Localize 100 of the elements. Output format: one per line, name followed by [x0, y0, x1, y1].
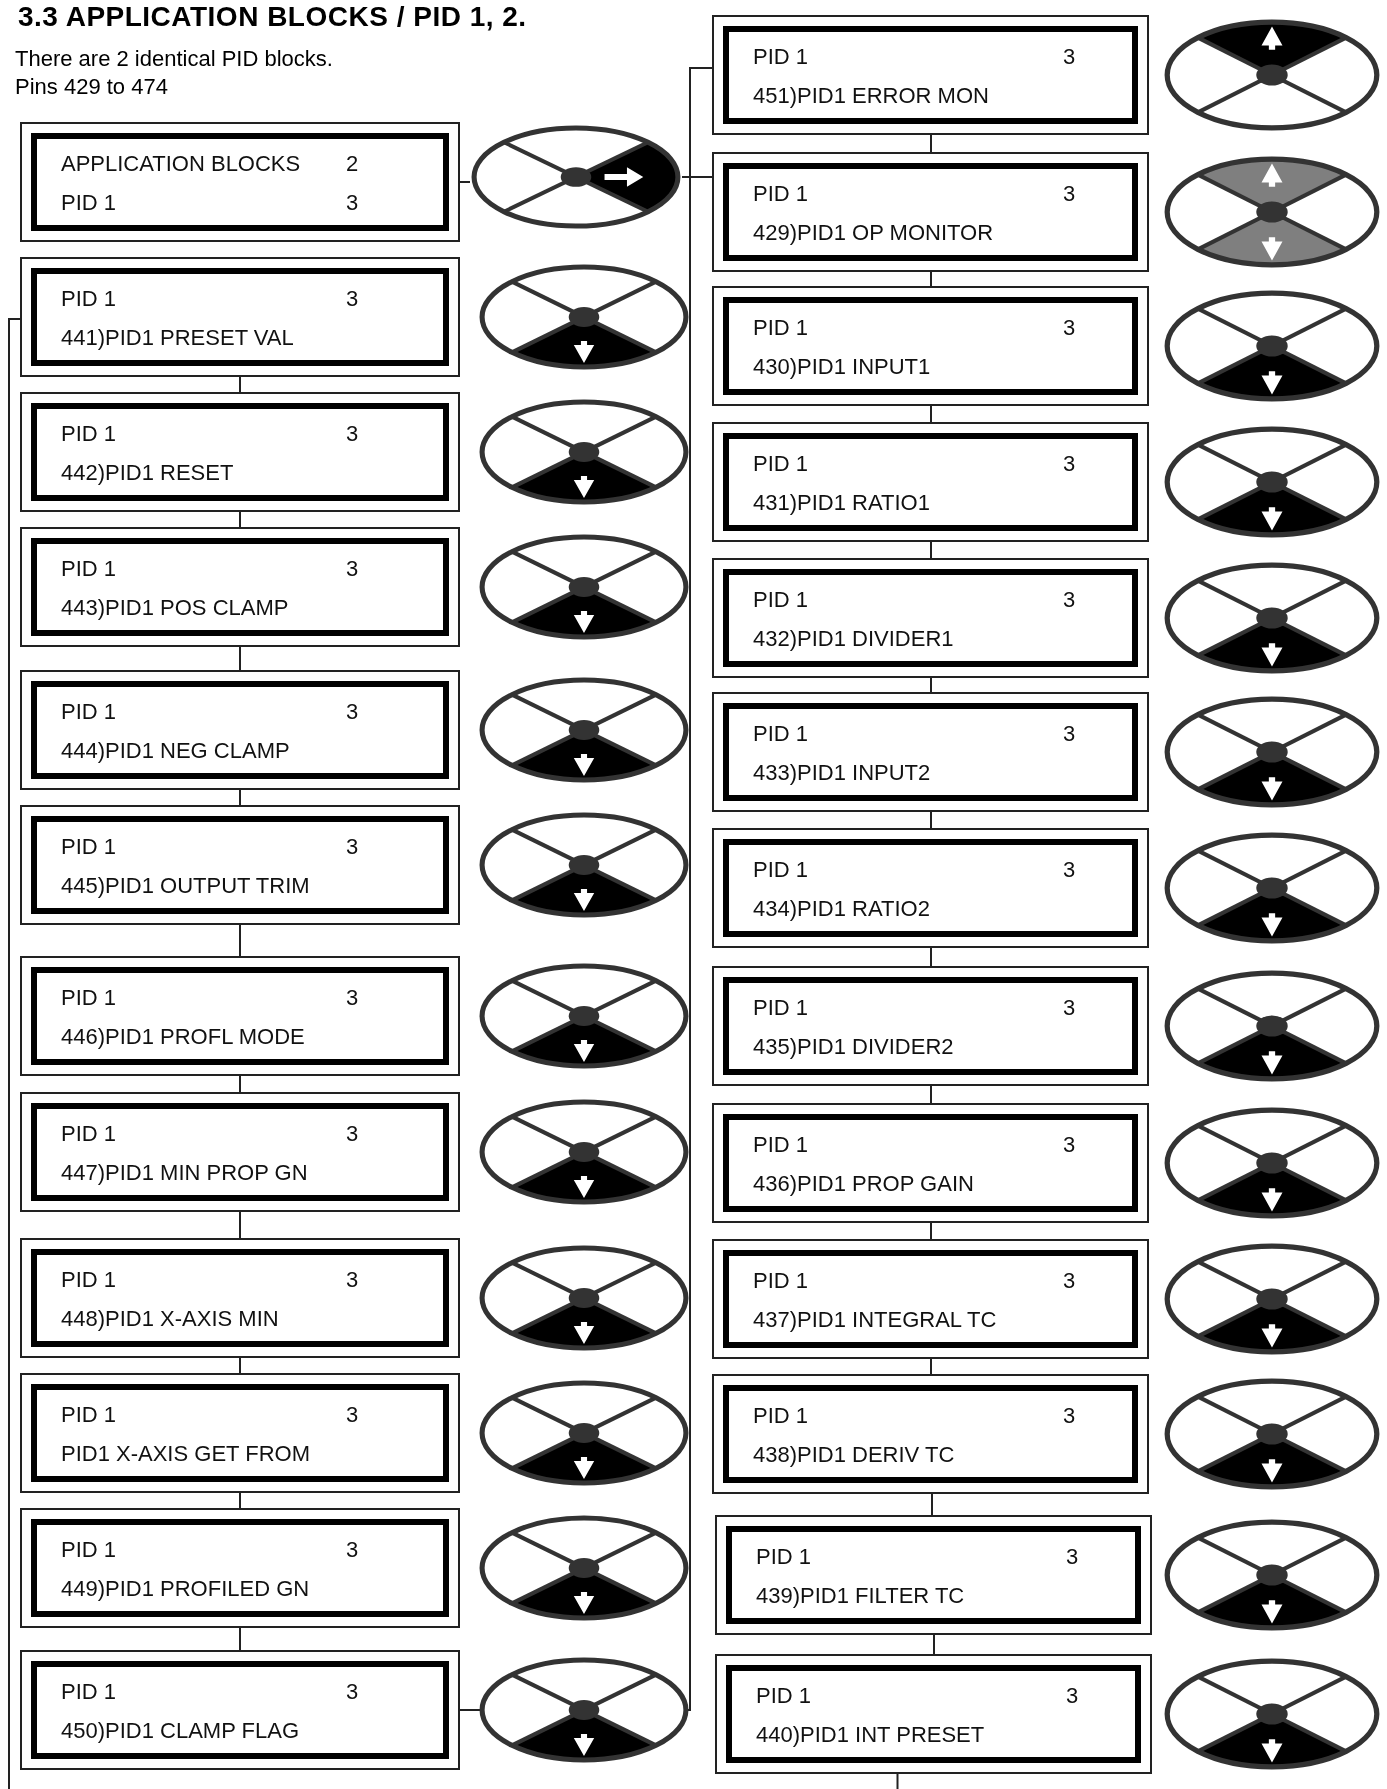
connector-line — [930, 811, 932, 829]
connector-line — [239, 646, 241, 671]
connector-line — [239, 376, 241, 393]
menu-text: PID 1 — [753, 1131, 810, 1159]
menu-text: PID 1 — [61, 698, 118, 726]
menu-value: 3 — [346, 1401, 360, 1429]
menu-box — [20, 805, 460, 925]
menu-text: 451)PID1 ERROR MON — [753, 82, 990, 110]
menu-text: PID 1 — [61, 1536, 118, 1564]
menu-value: 3 — [1063, 1402, 1077, 1430]
connector-line — [239, 924, 241, 957]
connector-line — [239, 1357, 241, 1374]
menu-text: PID 1 — [753, 43, 810, 71]
menu-text: APPLICATION BLOCKS — [61, 150, 302, 178]
menu-text: PID 1 — [753, 994, 810, 1022]
menu-value: 3 — [346, 420, 360, 448]
menu-text: 438)PID1 DERIV TC — [753, 1441, 956, 1469]
menu-text: PID 1 — [756, 1682, 813, 1710]
connector-line — [930, 1085, 932, 1104]
menu-box — [712, 558, 1149, 678]
menu-box — [712, 966, 1149, 1086]
menu-box — [712, 152, 1149, 272]
menu-text: 445)PID1 OUTPUT TRIM — [61, 872, 311, 900]
menu-value: 3 — [1063, 43, 1077, 71]
menu-text: 433)PID1 INPUT2 — [753, 759, 932, 787]
connector-line — [930, 405, 932, 423]
menu-box — [20, 527, 460, 647]
menu-value: 3 — [1063, 1267, 1077, 1295]
menu-text: 440)PID1 INT PRESET — [756, 1721, 986, 1749]
menu-box — [715, 1515, 1152, 1635]
connector-line — [239, 1492, 241, 1509]
menu-value: 3 — [1063, 1131, 1077, 1159]
menu-text: PID 1 — [61, 1401, 118, 1429]
menu-text: PID 1 — [61, 420, 118, 448]
connector-line — [896, 1773, 899, 1789]
connector-line — [931, 1493, 933, 1516]
menu-text: PID 1 — [753, 1267, 810, 1295]
menu-text: 443)PID1 POS CLAMP — [61, 594, 290, 622]
menu-text: PID 1 — [61, 984, 118, 1012]
section-title: 3.3 APPLICATION BLOCKS / PID 1, 2. — [18, 0, 527, 34]
connector-line — [930, 1222, 932, 1240]
menu-text: PID 1 — [753, 720, 810, 748]
menu-text: PID 1 — [61, 285, 118, 313]
connector-line — [933, 1634, 935, 1655]
connector-line — [930, 1358, 932, 1375]
connector-line — [930, 271, 932, 287]
connector-line — [239, 1211, 241, 1239]
menu-value: 3 — [1063, 314, 1077, 342]
menu-box — [20, 122, 460, 242]
menu-text: PID 1 — [61, 555, 118, 583]
connector-line — [8, 318, 21, 1789]
menu-value: 3 — [1063, 720, 1077, 748]
menu-text: PID 1 — [753, 180, 810, 208]
menu-text: PID 1 — [61, 833, 118, 861]
menu-text: 432)PID1 DIVIDER1 — [753, 625, 955, 653]
connector-line — [239, 1627, 241, 1651]
connector-line — [459, 181, 471, 183]
menu-value: 3 — [1066, 1682, 1080, 1710]
menu-box — [20, 1092, 460, 1212]
menu-value: 3 — [346, 698, 360, 726]
menu-value: 3 — [1063, 180, 1077, 208]
menu-value: 3 — [346, 1536, 360, 1564]
connector-line — [930, 677, 932, 693]
menu-text: 431)PID1 RATIO1 — [753, 489, 931, 517]
menu-box — [712, 1239, 1149, 1359]
menu-value: 3 — [346, 1120, 360, 1148]
menu-box — [20, 392, 460, 512]
menu-value: 3 — [346, 1678, 360, 1706]
menu-text: 435)PID1 DIVIDER2 — [753, 1033, 955, 1061]
menu-text: PID 1 — [753, 450, 810, 478]
menu-text: 439)PID1 FILTER TC — [756, 1582, 966, 1610]
connector-line — [930, 541, 932, 559]
menu-text: 447)PID1 MIN PROP GN — [61, 1159, 309, 1187]
menu-text: PID 1 — [61, 189, 118, 217]
menu-text: PID 1 — [61, 1678, 118, 1706]
menu-box — [712, 1374, 1149, 1494]
menu-text: 442)PID1 RESET — [61, 459, 235, 487]
menu-value: 3 — [1063, 586, 1077, 614]
menu-box — [20, 956, 460, 1076]
menu-box — [20, 1373, 460, 1493]
menu-text: PID1 X-AXIS GET FROM — [61, 1440, 311, 1468]
menu-value: 3 — [1066, 1543, 1080, 1571]
note-text: There are 2 identical PID blocks. — [15, 45, 333, 73]
menu-text: 449)PID1 PROFILED GN — [61, 1575, 311, 1603]
menu-box — [20, 257, 460, 377]
menu-text: 437)PID1 INTEGRAL TC — [753, 1306, 998, 1334]
menu-box — [712, 286, 1149, 406]
menu-text: PID 1 — [753, 586, 810, 614]
menu-value: 3 — [346, 189, 360, 217]
menu-text: 436)PID1 PROP GAIN — [753, 1170, 975, 1198]
menu-text: 434)PID1 RATIO2 — [753, 895, 931, 923]
keypad-drawing — [470, 124, 682, 230]
menu-box — [712, 1103, 1149, 1223]
menu-value: 3 — [346, 285, 360, 313]
menu-value: 3 — [346, 984, 360, 1012]
menu-text: 441)PID1 PRESET VAL — [61, 324, 295, 352]
menu-box — [20, 1508, 460, 1628]
menu-box — [712, 692, 1149, 812]
menu-box — [715, 1654, 1152, 1774]
menu-box — [20, 1238, 460, 1358]
